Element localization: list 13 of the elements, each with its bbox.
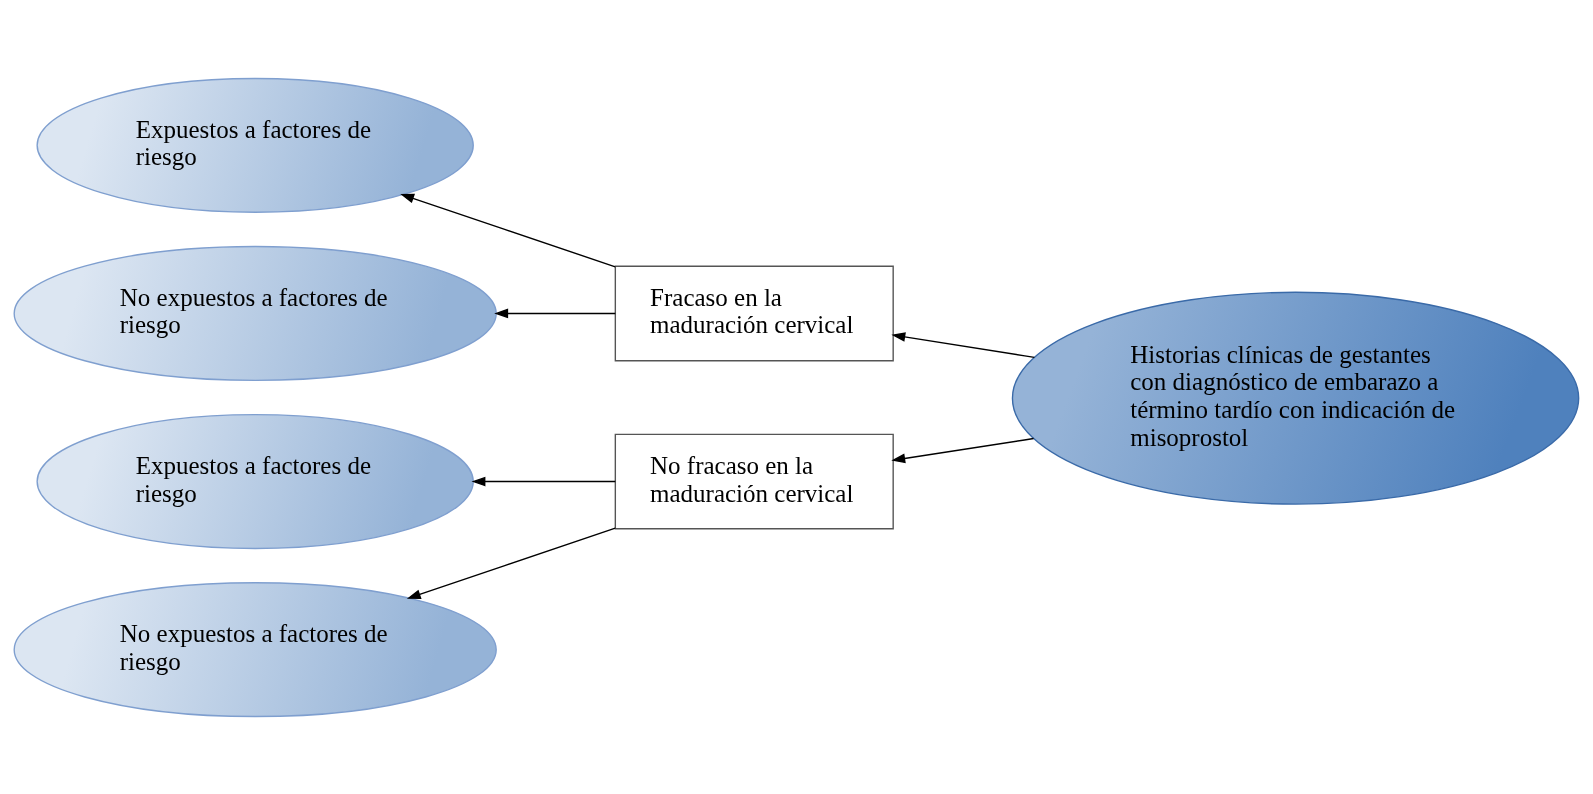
arrow: [891, 437, 1035, 463]
node-ellipse: Historias clínicas de gestantes con diagnóstico de embarazo a término tardío con indicación de misoprostol: [1011, 291, 1580, 505]
arrow: [494, 308, 616, 318]
arrow: [406, 526, 616, 599]
arrow: [891, 331, 1036, 358]
node-ellipse: No expuestos a factores de riesgo: [13, 581, 497, 717]
arrow: [400, 193, 616, 268]
arrow: [471, 476, 616, 486]
node-box: Fracaso en la maduración cervical: [614, 265, 894, 361]
node-ellipse: Expuestos a factores de riesgo: [36, 77, 474, 213]
node-box: No fracaso en la maduración cervical: [614, 433, 894, 529]
node-ellipse: No expuestos a factores de riesgo: [13, 245, 497, 381]
node-ellipse: Expuestos a factores de riesgo: [36, 413, 474, 549]
